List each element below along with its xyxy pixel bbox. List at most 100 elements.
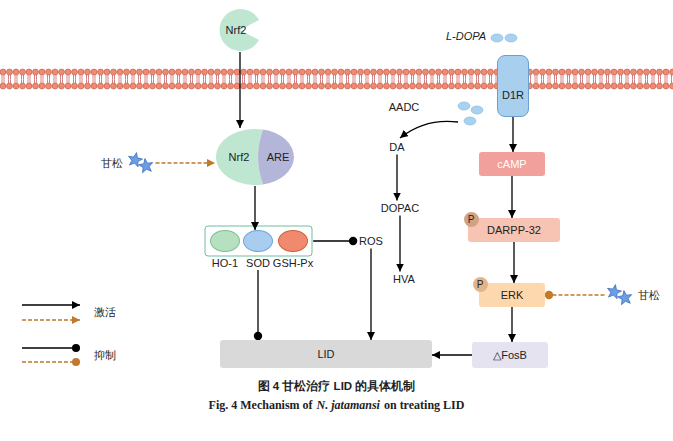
lipid-tail [608,80,609,84]
lipid-tail [569,80,570,84]
figure-caption: 图 4 甘松治疗 LID 的具体机制 [0,380,673,393]
lipid-tail [606,75,607,80]
lipid-tail [379,80,380,84]
lipid-tail [60,80,61,84]
node-text: △FosB [493,349,527,362]
lipid-head [234,83,240,89]
lipid-head [345,69,351,75]
lipid-tail [309,75,310,80]
lipid-head [410,83,416,89]
lipid-head [546,69,552,75]
lipid-tail [268,80,269,84]
lipid-tail [301,75,302,80]
inhibit-dot [254,332,262,340]
lipid-head [72,83,78,89]
lipid-head [377,69,383,75]
text-node: L-DOPA [444,29,488,44]
lipid-tail [394,80,395,84]
lipid-tail [426,75,427,80]
lipid-tail [589,75,590,80]
lipid-tail [186,75,187,80]
lipid-tail [114,75,115,80]
connector [156,163,216,164]
lipid-tail [600,80,601,84]
lipid-head [98,69,104,75]
lipid-head [33,83,39,89]
lipid-tail [452,75,453,80]
lipid-tail [459,80,460,84]
lipid-head [566,83,572,89]
lipid-head [540,83,546,89]
text-node: HVA [391,272,417,287]
lipid-tail [127,80,128,84]
lipid-tail [359,75,360,80]
lipid-tail [632,80,633,84]
lipid-tail [166,80,167,84]
lipid-head [442,83,448,89]
lipid-head [280,69,286,75]
lipid-tail [459,75,460,80]
lipid-tail [147,75,148,80]
lipid-head [663,69,669,75]
lipid-tail [613,80,614,84]
lipid-head [605,83,611,89]
lipid-tail [73,75,74,80]
lipid-tail [478,75,479,80]
lipid-head [59,69,65,75]
lipid-tail [593,80,594,84]
lipid-tail [249,75,250,80]
lipid-tail [294,75,295,80]
lipid-tail [10,75,11,80]
lipid-head [7,69,13,75]
lipid-tail [49,80,50,84]
connector [254,270,262,340]
lipid-head [364,83,370,89]
lipid-tail [160,75,161,80]
lipid-tail [667,80,668,84]
lipid-head [189,69,195,75]
lipid-tail [550,80,551,84]
lipid-tail [353,80,354,84]
lipid-head [332,83,338,89]
lipid-head [416,69,422,75]
connector [545,291,605,299]
lipid-head [137,69,143,75]
herb-stars [605,283,635,307]
lipid-tail [400,80,401,84]
connector [397,155,398,201]
connector [255,186,256,230]
lipid-tail [554,80,555,84]
node-text: cAMP [497,158,526,171]
col-node: D1R [497,55,529,117]
lipid-head [72,69,78,75]
lipid-tail [639,80,640,84]
lipid-tail [476,75,477,80]
lipid-tail [82,75,83,80]
node-text: P [477,278,484,291]
lipid-head [488,83,494,89]
lipid-head [533,69,539,75]
lipid-head [371,69,377,75]
lipid-tail [54,80,55,84]
lipid-tail [197,75,198,80]
lipid-tail [392,80,393,84]
lipid-tail [236,80,237,84]
lipid-tail [262,80,263,84]
node-text: ARE [267,151,290,164]
node-text: 甘松 [101,157,123,170]
lipid-tail [587,75,588,80]
lipid-tail [658,75,659,80]
node-text: Nrf2 [229,151,250,164]
lipid-head [0,83,6,89]
lipid-tail [548,75,549,80]
lipid-tail [203,80,204,84]
lipid-tail [654,80,655,84]
lipid-head [130,83,136,89]
lipid-tail [439,75,440,80]
lipid-head [117,83,123,89]
lipid-tail [431,80,432,84]
lipid-tail [314,75,315,80]
lipid-tail [151,75,152,80]
lipid-tail [361,75,362,80]
lipid-tail [372,80,373,84]
